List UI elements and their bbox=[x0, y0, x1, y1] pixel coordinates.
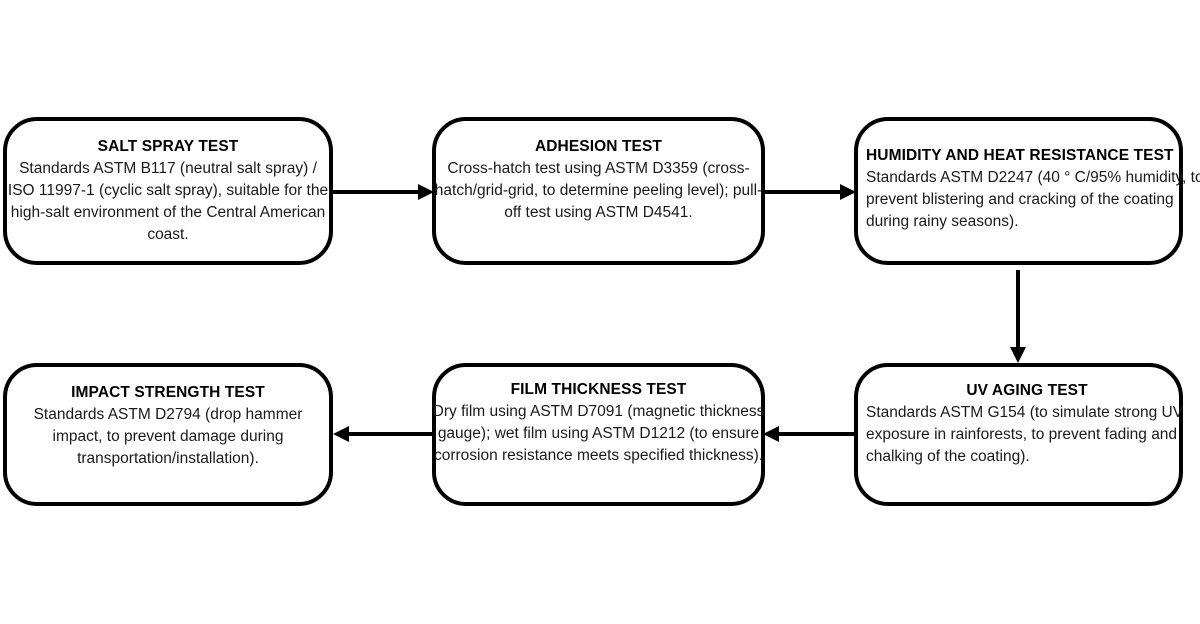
node-text-block: FILM THICKNESS TEST Dry film using ASTM … bbox=[423, 379, 775, 467]
node-text-block: IMPACT STRENGTH TEST Standards ASTM D279… bbox=[18, 382, 318, 470]
arrow-head bbox=[418, 184, 434, 200]
arrow-shaft bbox=[1016, 270, 1020, 349]
node-text-block: HUMIDITY AND HEAT RESISTANCE TEST Standa… bbox=[866, 145, 1200, 233]
node-text-block: UV AGING TEST Standards ASTM G154 (to si… bbox=[866, 380, 1188, 468]
node-text-block: SALT SPRAY TEST Standards ASTM B117 (neu… bbox=[7, 136, 329, 246]
arrow-film-thickness-to-impact-strength-icon bbox=[333, 426, 434, 442]
node-body: Standards ASTM B117 (neutral salt spray)… bbox=[7, 160, 329, 243]
node-film-thickness-test[interactable]: FILM THICKNESS TEST Dry film using ASTM … bbox=[432, 363, 765, 506]
node-title: SALT SPRAY TEST bbox=[97, 138, 239, 155]
arrow-shaft bbox=[765, 190, 842, 194]
node-title: HUMIDITY AND HEAT RESISTANCE TEST bbox=[866, 147, 1174, 164]
arrow-adhesion-to-humidity-icon bbox=[765, 184, 856, 200]
arrow-head bbox=[1010, 347, 1026, 363]
node-body: Cross-hatch test using ASTM D3359 (cross… bbox=[434, 160, 763, 221]
node-salt-spray-test[interactable]: SALT SPRAY TEST Standards ASTM B117 (neu… bbox=[3, 117, 333, 265]
node-uv-aging-test[interactable]: UV AGING TEST Standards ASTM G154 (to si… bbox=[854, 363, 1183, 506]
node-humidity-and-heat-resistance-test[interactable]: HUMIDITY AND HEAT RESISTANCE TEST Standa… bbox=[854, 117, 1200, 265]
arrow-head bbox=[840, 184, 856, 200]
node-title: UV AGING TEST bbox=[966, 382, 1088, 399]
node-title: ADHESION TEST bbox=[534, 138, 663, 155]
arrow-uv-aging-to-film-thickness-icon bbox=[763, 426, 857, 442]
node-body: Standards ASTM D2247 (40 ° C/95% humidit… bbox=[866, 169, 1200, 230]
node-body: Standards ASTM D2794 (drop hammer impact… bbox=[33, 406, 303, 467]
node-title: IMPACT STRENGTH TEST bbox=[71, 384, 265, 401]
node-body: Standards ASTM G154 (to simulate strong … bbox=[866, 404, 1184, 465]
arrow-head bbox=[763, 426, 779, 442]
node-title: FILM THICKNESS TEST bbox=[510, 381, 687, 398]
node-body: Dry film using ASTM D7091 (magnetic thic… bbox=[432, 403, 765, 464]
arrow-humidity-to-uv-aging-icon bbox=[1010, 270, 1026, 363]
arrow-shaft bbox=[347, 432, 434, 436]
arrow-shaft bbox=[777, 432, 857, 436]
arrow-salt-spray-to-adhesion-icon bbox=[333, 184, 434, 200]
arrow-shaft bbox=[333, 190, 420, 194]
arrow-head bbox=[333, 426, 349, 442]
node-text-block: ADHESION TEST Cross-hatch test using AST… bbox=[427, 136, 771, 224]
node-impact-strength-test[interactable]: IMPACT STRENGTH TEST Standards ASTM D279… bbox=[3, 363, 333, 506]
node-adhesion-test[interactable]: ADHESION TEST Cross-hatch test using AST… bbox=[432, 117, 765, 265]
